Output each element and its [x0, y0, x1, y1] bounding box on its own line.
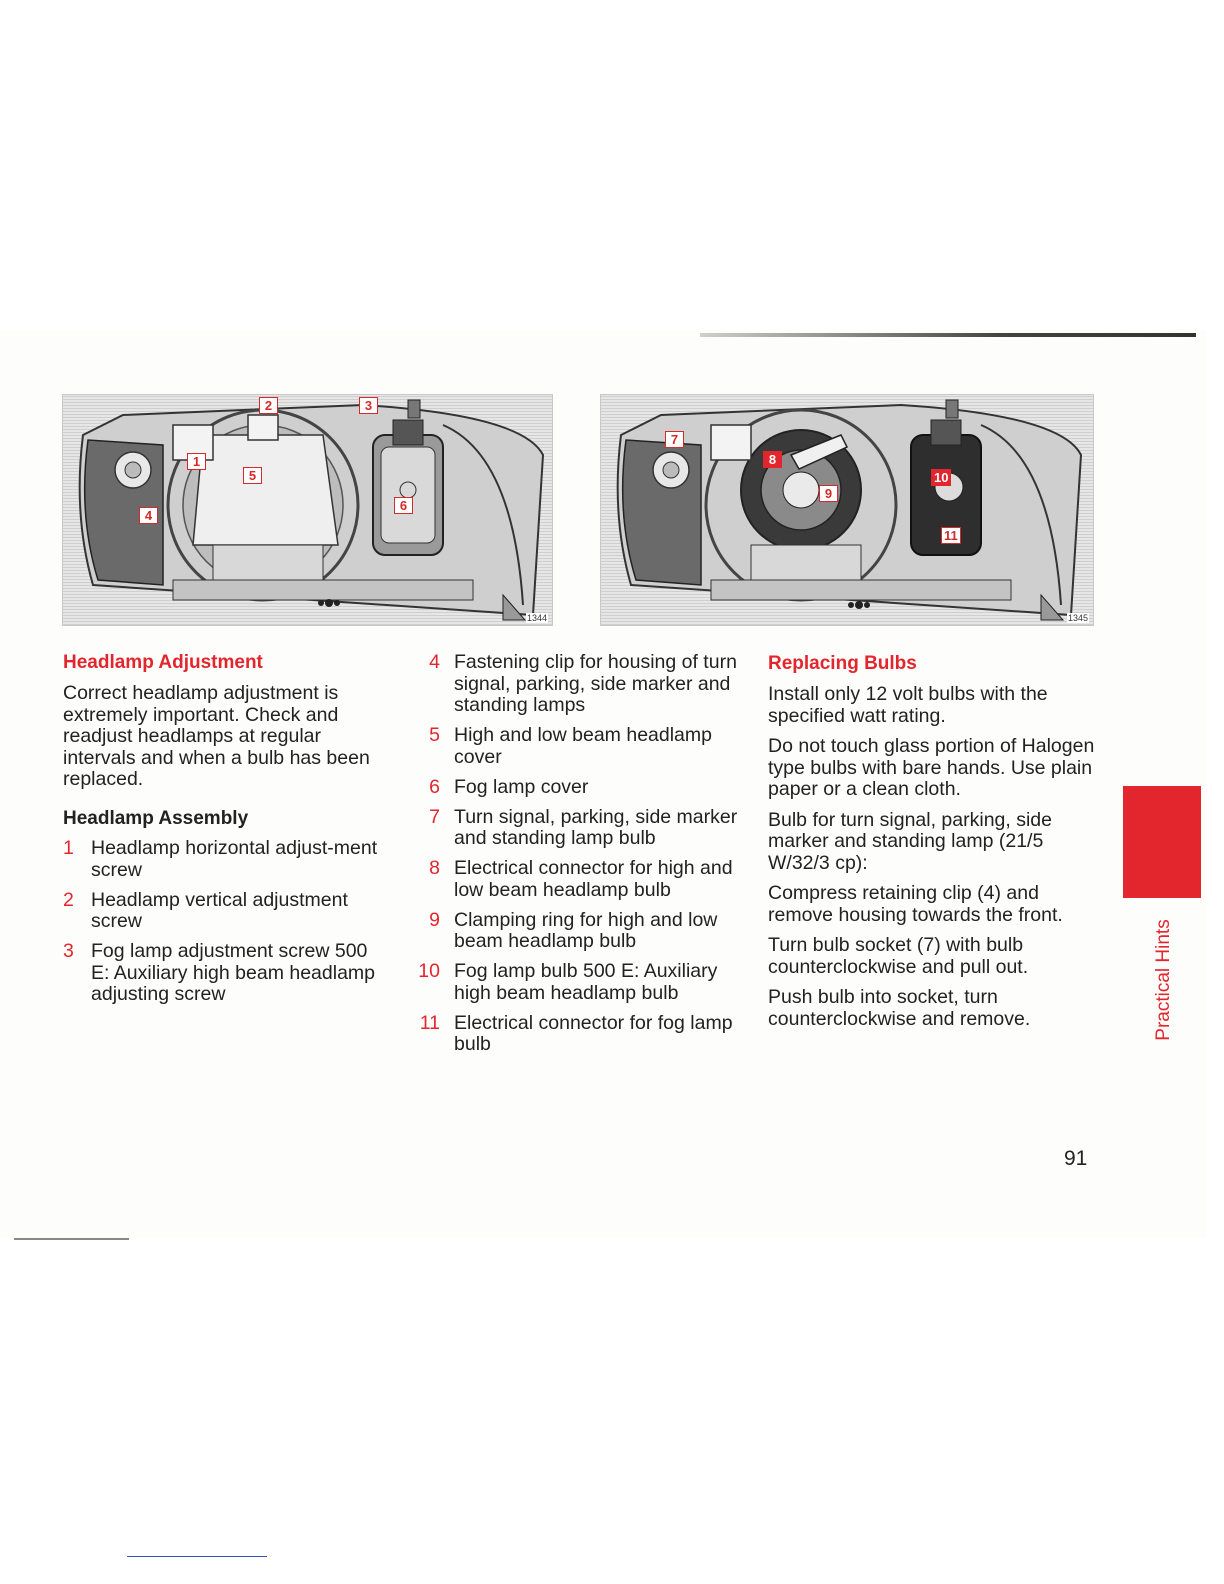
item-text: Turn signal, parking, side marker and st…	[454, 805, 738, 849]
item-text: Clamping ring for high and low beam head…	[454, 908, 718, 952]
top-rule	[700, 333, 1196, 337]
item-text: Headlamp horizontal adjust-ment screw	[91, 837, 378, 881]
item-number: 1	[63, 837, 74, 859]
item-text: Electrical connector for fog lamp bulb	[454, 1011, 733, 1055]
item-text: Electrical connector for high and low be…	[454, 857, 733, 901]
figure-callout: 2	[259, 397, 278, 414]
item-number: 4	[429, 651, 440, 673]
item-number: 8	[429, 857, 440, 879]
list-item: 7 Turn signal, parking, side marker and s…	[416, 805, 746, 850]
replacing-bulbs-heading: Replacing Bulbs	[768, 653, 917, 674]
figure-callout: 1	[187, 453, 206, 470]
headlamp-front-figure: 1 2 3 4 5 6 1344	[62, 394, 553, 626]
headlamp-assembly-heading: Headlamp Assembly	[63, 808, 249, 829]
list-item: 10 Fog lamp bulb 500 E: Auxiliary high be…	[416, 960, 746, 1004]
figure-callout: 11	[941, 527, 961, 544]
headlamp-adjustment-heading: Headlamp Adjustment	[63, 652, 263, 673]
paragraph: Push bulb into socket, turn counterclock…	[768, 986, 1031, 1030]
list-item: 2 Headlamp vertical adjustment screw	[63, 888, 383, 933]
list-item: 6 Fog lamp cover	[416, 775, 746, 799]
headlamp-rear-figure: 7 8 9 10 11 1345	[600, 394, 1094, 626]
figure-callout: 4	[139, 507, 158, 524]
item-text: Headlamp vertical adjustment screw	[91, 888, 348, 932]
item-number: 11	[419, 1011, 440, 1034]
list-item: 1 Headlamp horizontal adjust-ment screw	[63, 837, 383, 881]
section-label-text: Practical Hints	[1153, 919, 1174, 1041]
item-number: 7	[429, 805, 440, 828]
item-number: 5	[429, 724, 440, 746]
item-text: Fog lamp cover	[454, 775, 589, 798]
parts-list: 4 Fastening clip for housing of turn sign…	[416, 651, 746, 1064]
headlamp-adjustment-intro: Correct headlamp adjustment is extremely…	[63, 682, 370, 790]
item-text: Fastening clip for housing of turn signa…	[454, 651, 737, 716]
footer-link-rule	[127, 1556, 267, 1557]
figure-callout: 3	[359, 397, 378, 414]
paragraph: Compress retaining clip (4) and remove h…	[768, 882, 1063, 926]
item-number: 10	[418, 960, 440, 982]
figure-callout: 6	[394, 497, 413, 514]
paragraph: Install only 12 volt bulbs with the spec…	[768, 683, 1048, 727]
section-label: Practical Hints	[1150, 905, 1178, 1055]
replacing-bulbs-body: Install only 12 volt bulbs with the spec…	[768, 683, 1098, 1039]
section-tab-marker	[1123, 786, 1201, 898]
figure-number: 1344	[525, 613, 548, 623]
paragraph: Bulb for turn signal, parking, side mark…	[768, 808, 1052, 874]
paragraph: Do not touch glass portion of Halogen ty…	[768, 735, 1095, 800]
paragraph: Turn bulb socket (7) with bulb countercl…	[768, 934, 1029, 978]
item-number: 9	[429, 908, 440, 931]
page-number: 91	[1064, 1147, 1088, 1170]
list-item: 5 High and low beam headlamp cover	[416, 724, 746, 768]
list-item: 3 Fog lamp adjustment screw 500 E: Auxili…	[63, 940, 383, 1006]
item-text: Fog lamp adjustment screw 500 E: Auxilia…	[91, 940, 375, 1005]
item-number: 2	[63, 888, 74, 911]
figure-callout: 5	[243, 467, 262, 484]
item-text: Fog lamp bulb 500 E: Auxiliary high beam…	[454, 960, 718, 1004]
headlamp-assembly-list: 1 Headlamp horizontal adjust-ment screw 2…	[63, 837, 383, 1014]
figure-callout: 10	[931, 469, 952, 486]
list-item: 11 Electrical connector for fog lamp bulb	[416, 1011, 746, 1056]
item-number: 3	[63, 940, 74, 962]
item-number: 6	[429, 775, 440, 798]
bottom-rule	[14, 1238, 129, 1240]
item-text: High and low beam headlamp cover	[454, 724, 712, 768]
headlamp-front-drawing	[78, 399, 545, 621]
headlamp-rear-drawing	[616, 399, 1083, 621]
figure-number: 1345	[1066, 613, 1089, 623]
figure-callout: 8	[763, 451, 782, 468]
figure-callout: 9	[819, 485, 838, 502]
list-item: 4 Fastening clip for housing of turn sign…	[416, 651, 746, 717]
list-item: 9 Clamping ring for high and low beam hea…	[416, 908, 746, 953]
figure-callout: 7	[665, 431, 684, 448]
list-item: 8 Electrical connector for high and low b…	[416, 857, 746, 901]
